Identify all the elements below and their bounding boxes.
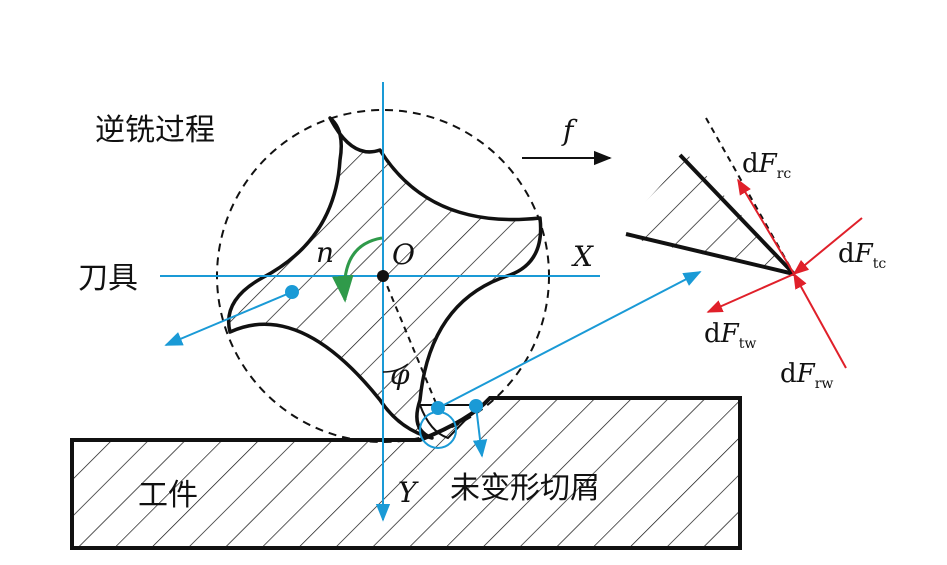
force-label-rw: dFrw [780,359,833,392]
origin-label: O [392,238,415,271]
y-axis-label: Y [398,476,419,509]
force-label-tc: dFtc [838,239,886,272]
edge-rake-face [678,153,796,276]
cutting-point-down-arrow [472,405,488,458]
chip-label: 未变形切屑 [450,471,600,506]
force-arrow-rc [737,178,795,275]
tool-label: 刀具 [78,261,138,296]
workpiece-label: 工件 [138,478,198,513]
force-arrow-rw [793,272,847,369]
force-arrow-tw [706,273,795,313]
rotation-label: n [316,236,334,269]
process-label: 逆铣过程 [95,113,215,148]
tool-point-arrow [164,291,293,346]
x-axis-label: X [571,240,594,273]
chip-region [418,404,483,440]
rotation-arrow [332,236,383,303]
feed-label: f [561,114,578,147]
edge-tangent-dashed [705,117,795,275]
angle-radius-line [382,275,439,409]
force-arrow-tc [792,217,863,276]
angle-arc [382,363,409,373]
chip-magnify-circle [419,411,457,449]
center-point [377,270,389,282]
force-label-tw: dFtw [704,319,756,352]
force-label-rc: dFrc [742,149,791,182]
force-direction-arrow [437,271,702,409]
angle-label: φ [390,358,410,391]
edge-flank-face [625,232,795,276]
